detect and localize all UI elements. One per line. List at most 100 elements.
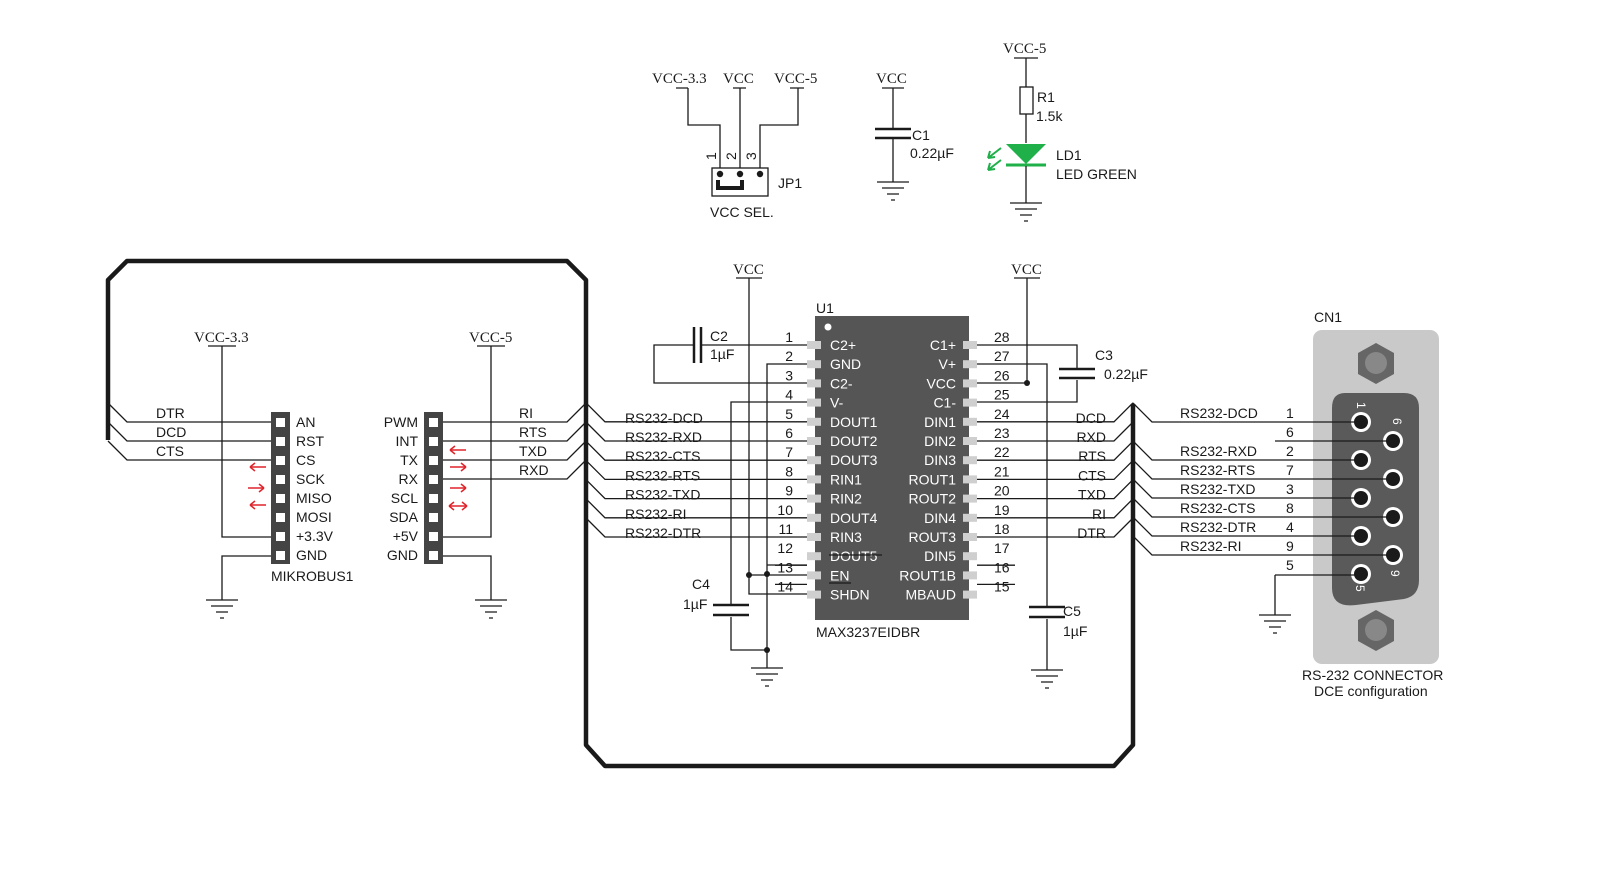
mikrobus-left-label: MISO: [296, 490, 332, 506]
ic-left-pin-name: C2+: [830, 337, 856, 353]
ic-pin-pad: [807, 533, 821, 541]
mikrobus-left-label: CS: [296, 452, 315, 468]
ic-pin-pad: [963, 456, 977, 465]
db9-net-label: RS232-DTR: [1180, 519, 1256, 535]
ic-pin-pad: [963, 398, 977, 407]
ic-right-pin-number: 16: [994, 559, 1010, 575]
ic-left-pin-name: C2-: [830, 375, 853, 391]
ic-right-net: DCD: [1076, 410, 1106, 426]
ic-pin-pad: [807, 341, 821, 349]
ic-right-pin-name: VCC: [926, 375, 956, 391]
jumper-pin-1: 1: [703, 152, 719, 160]
arrow-tx-icon: [449, 445, 466, 455]
mikrobus-right-label: PWM: [384, 414, 418, 430]
mikrobus-left-label: GND: [296, 547, 327, 563]
jumper-net-vcc: VCC: [723, 71, 754, 87]
db9-net-label: RS232-DCD: [1180, 405, 1258, 421]
ic-pin-pad: [963, 552, 977, 561]
mikrobus-pin: [276, 418, 285, 427]
ic-right-pin-number: 20: [994, 483, 1010, 499]
ic-left-net: RS232-RTS: [625, 467, 700, 483]
resistor-r1: [1019, 86, 1034, 115]
ic-pin-pad: [963, 571, 977, 580]
mikrobus-pin: [276, 456, 285, 465]
mikrobus-pin: [276, 532, 285, 541]
ic-left-pin-number: 4: [785, 387, 793, 403]
db9-mark-1: 1: [1354, 402, 1368, 409]
jumper-desc: VCC SEL.: [710, 204, 774, 220]
ic-right-net: DTR: [1077, 525, 1106, 541]
ic-left-pin-name: DOUT1: [830, 414, 878, 430]
jumper-ref: JP1: [778, 175, 802, 191]
ic-left-net: RS232-CTS: [625, 448, 700, 464]
ic-left-net: RS232-RI: [625, 506, 686, 522]
ic-left-pin-number: 1: [785, 329, 793, 345]
ic-pin-pad: [963, 341, 977, 349]
ic-right-pin-name: ROUT1B: [899, 567, 956, 583]
net-dtr: DTR: [156, 405, 185, 421]
ic-right-pin-name: DIN5: [924, 548, 956, 564]
ic-right-pin-name: ROUT3: [909, 529, 957, 545]
ic-left-pin-name: DOUT3: [830, 452, 878, 468]
ic-left-pin-number: 12: [777, 540, 793, 556]
ic-right-pin-number: 15: [994, 579, 1010, 595]
db9-pin-number: 7: [1286, 462, 1294, 478]
ic-left-pin-name: RIN1: [830, 471, 862, 487]
db9-net-label: RS232-TXD: [1180, 481, 1255, 497]
ic-right-net: RXD: [1076, 429, 1106, 445]
ic-left-pin-number: 3: [785, 367, 793, 383]
arrow-sck-icon: [249, 462, 266, 472]
ic-left-pin-name: GND: [830, 356, 861, 372]
ic-right-pin-number: 17: [994, 540, 1010, 556]
r1-ref: R1: [1037, 89, 1055, 105]
ic-pin-pad: [963, 475, 977, 484]
mikrobus-right-label: RX: [399, 471, 419, 487]
mikrobus-pin: [276, 475, 285, 484]
ic-pin-pad: [963, 417, 977, 426]
ic-left-pin-number: 10: [777, 502, 793, 518]
jumper-pin-2: 2: [723, 152, 739, 160]
ic-right-net: RTS: [1078, 448, 1106, 464]
ic-right-pin-number: 19: [994, 502, 1010, 518]
ic-pin-pad: [963, 494, 977, 503]
jumper-jp1: VCC-3.3 VCC VCC-5 1 2 3 JP1 VCC SEL.: [652, 71, 817, 220]
ic-left-pin-number: 5: [785, 406, 793, 422]
ic-pin-pad: [807, 417, 821, 426]
c1-ref: C1: [912, 127, 930, 143]
ic-pin-pad: [963, 590, 977, 599]
mikrobus-vcc5: VCC-5: [469, 330, 512, 346]
led-ref: LD1: [1056, 147, 1082, 163]
ic-vcc-right: VCC: [1011, 262, 1042, 278]
c5-ref: C5: [1063, 603, 1081, 619]
ic-pin-pad: [807, 571, 821, 580]
ic-body: [815, 316, 969, 620]
ic-pin-pad: [807, 437, 821, 445]
jumper-shunt: [716, 180, 744, 190]
ic-right-pin-name: DIN4: [924, 510, 956, 526]
mikrobus-pin: [429, 437, 438, 446]
c2-ref: C2: [710, 328, 728, 344]
mikrobus-left-label: +3.3V: [296, 528, 334, 544]
mikrobus-vcc33: VCC-3.3: [194, 330, 249, 346]
db9-net-label: RS232-CTS: [1180, 500, 1255, 516]
ic-pin-pad: [963, 360, 977, 369]
db9-net-label: RS232-RI: [1180, 538, 1241, 554]
mikrobus-pin: [276, 437, 285, 446]
jumper-net-vcc5: VCC-5: [774, 71, 817, 87]
mikrobus-right-label: SDA: [389, 509, 418, 525]
mikrobus-left-label: MOSI: [296, 509, 332, 525]
jumper-net-vcc33: VCC-3.3: [652, 71, 707, 87]
c3-ref: C3: [1095, 347, 1113, 363]
mikrobus-pin: [429, 551, 438, 560]
ic-left-pin-name: RIN2: [830, 491, 862, 507]
mikrobus-left-header: [271, 412, 290, 564]
db9-pin-number: 4: [1286, 519, 1294, 535]
mikrobus-header: VCC-3.3 VCC-5 ANRSTCSSCKMISOMOSI+3.3VGND…: [107, 330, 587, 619]
ic-right-pin-name: MBAUD: [905, 587, 956, 603]
ic-pin-pad: [807, 513, 821, 522]
ic-left-pin-number: 6: [785, 425, 793, 441]
ic-right-net: TXD: [1078, 487, 1106, 503]
mikrobus-left-label: RST: [296, 433, 324, 449]
ic-left-pin-name: DOUT4: [830, 510, 878, 526]
ic-left-net: RS232-DCD: [625, 410, 703, 426]
